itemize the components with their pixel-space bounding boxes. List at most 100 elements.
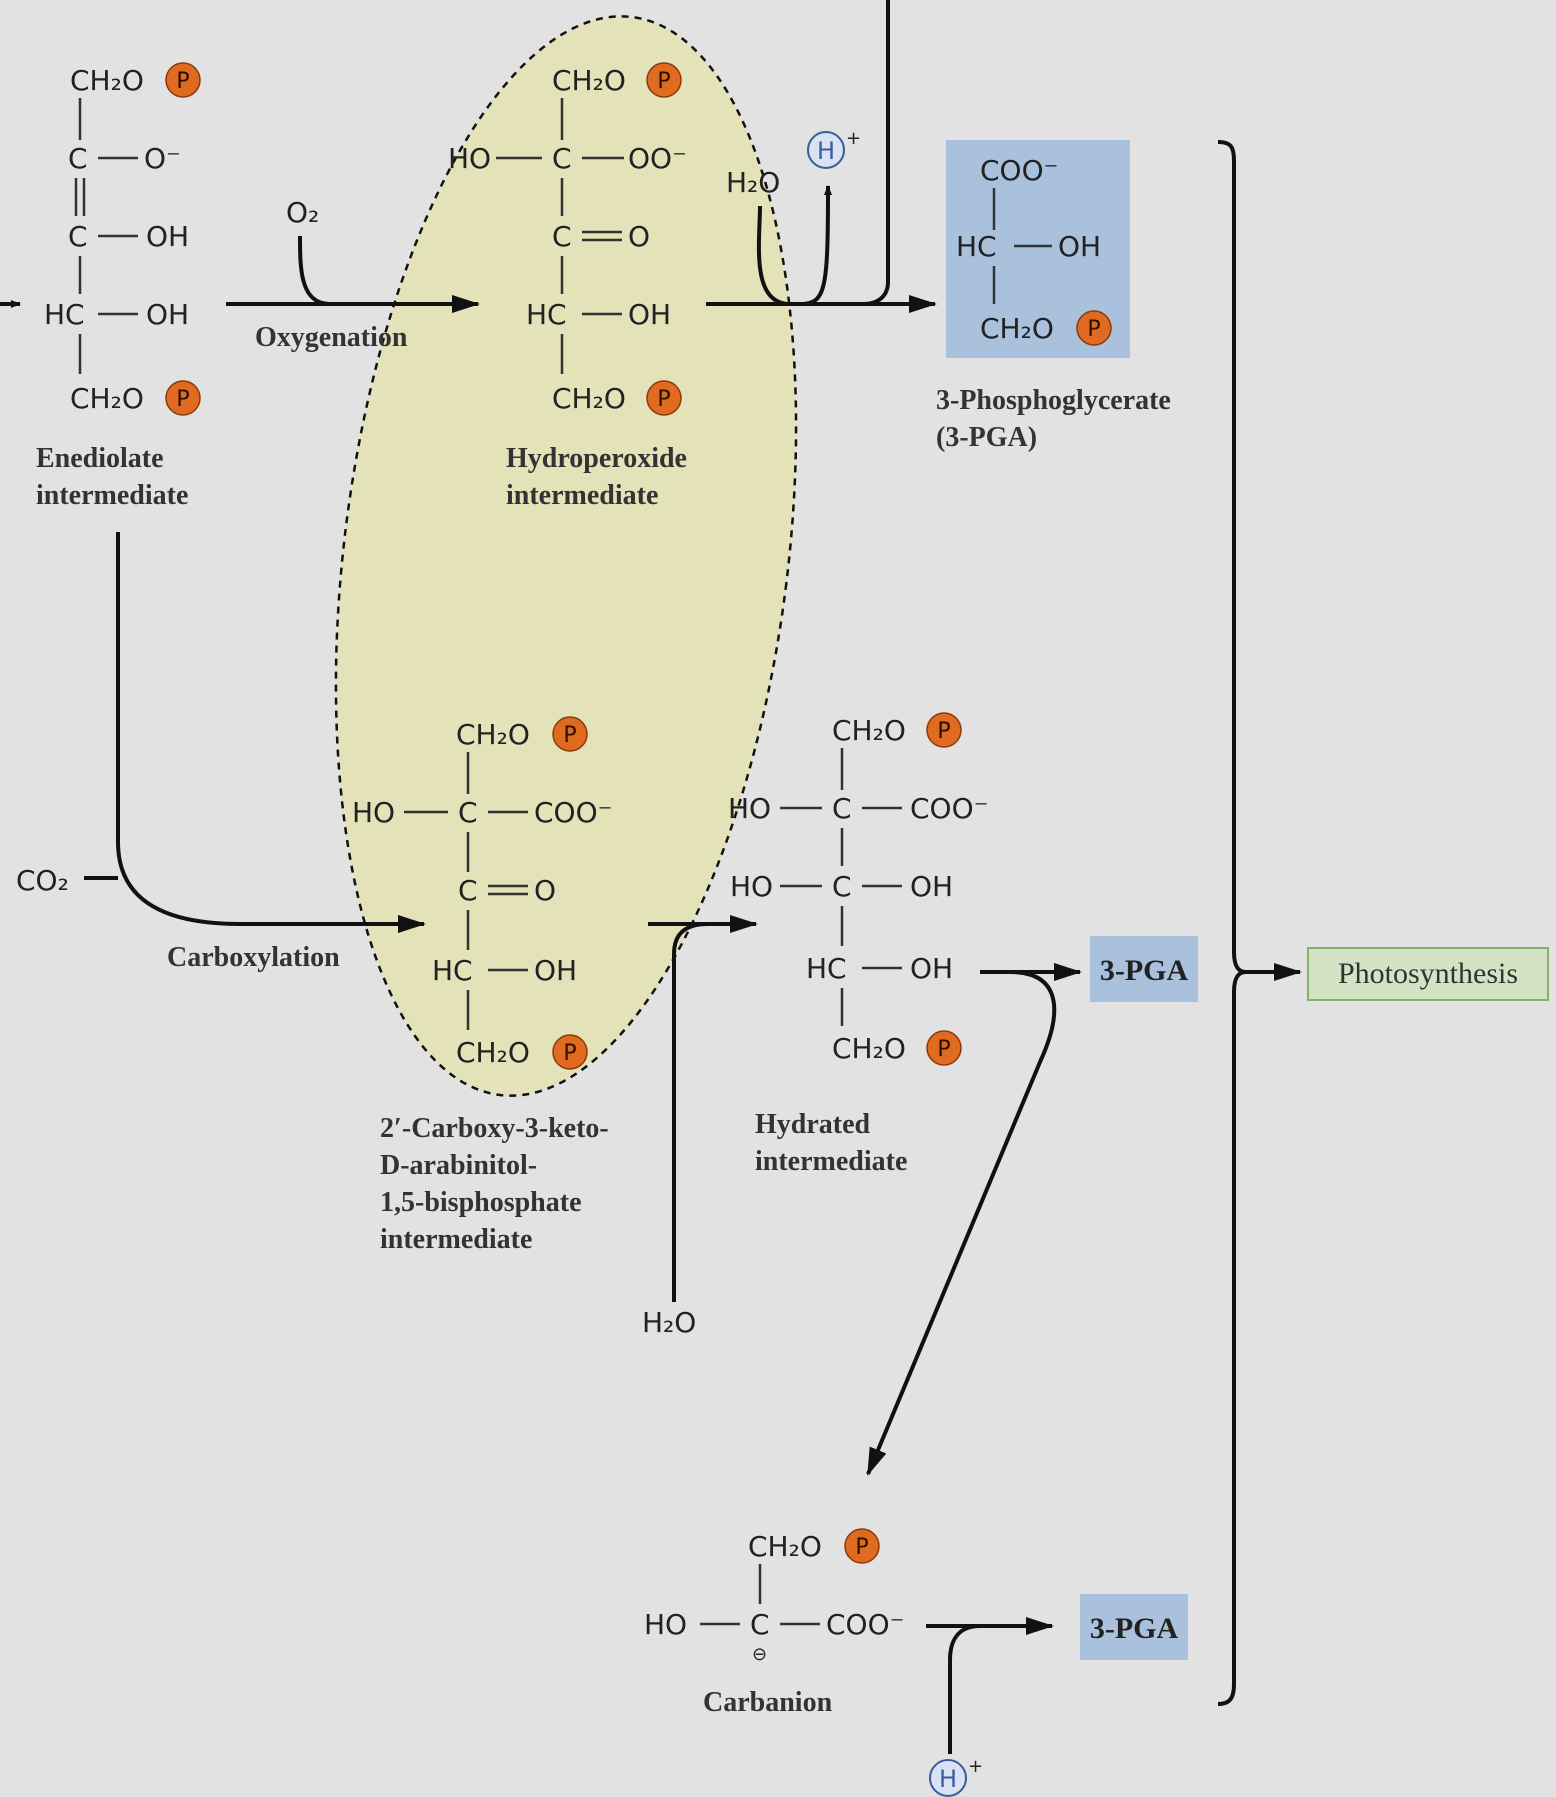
- enediolate-hc: HC: [44, 298, 85, 331]
- carbanion-c: C: [750, 1608, 770, 1641]
- hydrated-structure: CH₂O P HO C COO⁻ HO C OH HC OH CH₂O P: [728, 712, 988, 1066]
- phosphate-icon: [926, 712, 962, 748]
- keto-ho: HO: [352, 796, 395, 829]
- pga-top-name-2: (3-PGA): [936, 422, 1037, 453]
- carbanion-coo-minus: COO⁻: [826, 1608, 904, 1641]
- proton-low-symbol: H: [939, 1765, 957, 1793]
- carbanion-name: Carbanion: [703, 1687, 833, 1718]
- phosphate-icon: [844, 1528, 880, 1564]
- bracket: [1217, 140, 1247, 1706]
- phosphate-label: P: [937, 719, 950, 744]
- photosynthesis-label: Photosynthesis: [1338, 957, 1518, 990]
- enediolate-structure: CH₂O P C O⁻ C OH HC OH CH₂O P Enediolate…: [36, 62, 201, 511]
- hydroperoxide-structure: CH₂O P HO C OO⁻ C O HC OH CH₂O P Hydrope…: [448, 62, 687, 511]
- hydroperoxide-ho: HO: [448, 142, 491, 175]
- h2o-bottom-line: [672, 922, 709, 1302]
- phosphate-label: P: [176, 387, 189, 412]
- enediolate-name-2: intermediate: [36, 480, 188, 511]
- pga-top-oh: OH: [1058, 230, 1101, 263]
- hydrated-coo-minus: COO⁻: [910, 792, 988, 825]
- hydrated-c2: C: [832, 870, 852, 903]
- hydroperoxide-hc: HC: [526, 298, 567, 331]
- phosphate-label: P: [855, 1535, 868, 1560]
- keto-name-3: 1,5-bisphosphate: [380, 1187, 582, 1218]
- hydroperoxide-name-2: intermediate: [506, 480, 658, 511]
- enediolate-c2: C: [68, 220, 88, 253]
- hydrated-ch2o-top: CH₂O: [832, 714, 906, 747]
- enediolate-oh1: OH: [146, 220, 189, 253]
- co2-reagent: CO₂: [16, 864, 69, 897]
- photosynthesis-box: [1307, 947, 1549, 1001]
- h-plus-top-curve: [799, 185, 832, 306]
- hydroperoxide-oo-minus: OO⁻: [628, 142, 687, 175]
- phosphate-icon: [1076, 310, 1112, 346]
- keto-c1: C: [458, 796, 478, 829]
- pga-low-box: [1080, 1594, 1188, 1660]
- carboxylation-arrow: [116, 532, 426, 933]
- vertical-top-line: [863, 0, 890, 306]
- phosphate-label: P: [937, 1037, 950, 1062]
- enediolate-o-minus: O⁻: [144, 142, 181, 175]
- to-carbanion-arrow: [866, 970, 1057, 1476]
- phosphate-icon: [165, 62, 201, 98]
- proton-top-symbol: H: [817, 137, 835, 165]
- pga-mid-label: 3-PGA: [1100, 954, 1189, 987]
- hydrated-hc: HC: [806, 952, 847, 985]
- proton-low-charge: +: [968, 1756, 983, 1777]
- highlight-ellipse: [334, 15, 798, 1097]
- enediolate-c1: C: [68, 142, 88, 175]
- enediolate-ch2o-bottom: CH₂O: [70, 382, 144, 415]
- hydrated-ho1: HO: [728, 792, 771, 825]
- phosphate-label: P: [657, 387, 670, 412]
- keto-ch2o-top: CH₂O: [456, 718, 530, 751]
- hydroperoxide-ch2o-top: CH₂O: [552, 64, 626, 97]
- keto-name-4: intermediate: [380, 1224, 532, 1255]
- pga-low-label: 3-PGA: [1090, 1612, 1179, 1645]
- phosphate-label: P: [563, 723, 576, 748]
- phosphate-icon: [165, 380, 201, 416]
- hydroperoxide-c2: C: [552, 220, 572, 253]
- enediolate-ch2o-top: CH₂O: [70, 64, 144, 97]
- h2o-bottom-reagent: H₂O: [642, 1306, 696, 1339]
- proton-icon: [807, 131, 845, 169]
- carboxylation-label: Carboxylation: [167, 942, 340, 973]
- keto-structure: CH₂O P HO C COO⁻ C O HC OH CH₂O P: [352, 716, 612, 1070]
- hydroperoxide-c1: C: [552, 142, 572, 175]
- hydroperoxide-name-1: Hydroperoxide: [506, 443, 687, 474]
- carbanion-ho: HO: [644, 1608, 687, 1641]
- phosphate-icon: [646, 380, 682, 416]
- hydrated-c1: C: [832, 792, 852, 825]
- enediolate-name-1: Enediolate: [36, 443, 164, 474]
- keto-name-2: D-arabinitol-: [380, 1150, 537, 1181]
- h2o-top-curve: [756, 205, 791, 306]
- proton-icon: [929, 1759, 967, 1797]
- h-plus-low-line: [948, 1624, 981, 1754]
- keto-ch2o-bottom: CH₂O: [456, 1036, 530, 1069]
- o2-reagent: O₂: [286, 196, 319, 229]
- phosphate-label: P: [657, 69, 670, 94]
- keto-o: O: [534, 874, 556, 907]
- proton-top-charge: +: [846, 128, 861, 149]
- hydrated-ch2o-bottom: CH₂O: [832, 1032, 906, 1065]
- hydrated-ho2: HO: [730, 870, 773, 903]
- hydroperoxide-ch2o-bottom: CH₂O: [552, 382, 626, 415]
- carbanion-structure: CH₂O P HO C COO⁻ ⊖: [644, 1528, 904, 1665]
- phosphate-icon: [646, 62, 682, 98]
- hydroperoxide-o: O: [628, 220, 650, 253]
- enediolate-oh2: OH: [146, 298, 189, 331]
- keto-coo-minus: COO⁻: [534, 796, 612, 829]
- keto-oh: OH: [534, 954, 577, 987]
- oxygenation-label: Oxygenation: [255, 322, 408, 353]
- carbanion-charge: ⊖: [752, 1644, 767, 1665]
- keto-c2: C: [458, 874, 478, 907]
- o2-curve: [298, 235, 331, 306]
- hydroperoxide-oh: OH: [628, 298, 671, 331]
- pga-top-coo: COO⁻: [980, 154, 1058, 187]
- phosphate-icon: [552, 716, 588, 752]
- pga-top-hc: HC: [956, 230, 997, 263]
- hydrated-name-2: intermediate: [755, 1146, 907, 1177]
- hydrated-oh1: OH: [910, 870, 953, 903]
- phosphate-label: P: [176, 69, 189, 94]
